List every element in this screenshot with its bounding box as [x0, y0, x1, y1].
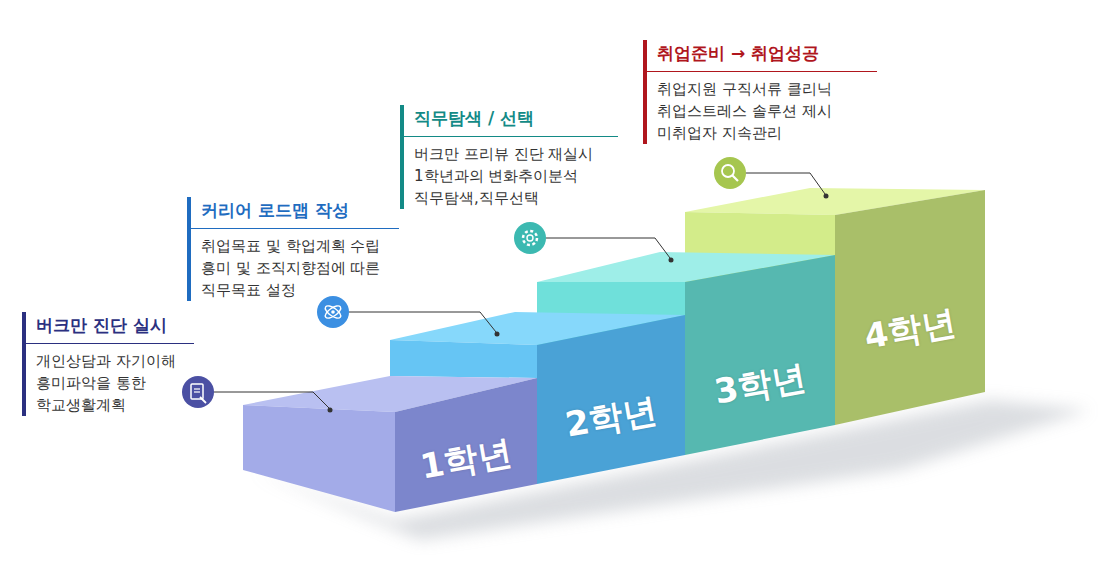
callout-body: 버크만 프리뷰 진단 재실시 1학년과의 변화추이분석 직무탐색,직무선택: [414, 143, 618, 209]
callout-heading: 직무탐색 / 선택: [400, 105, 618, 137]
callout-heading: 커리어 로드맵 작성: [187, 197, 399, 229]
callout-body: 취업지원 구직서류 클리닉 취업스트레스 솔루션 제시 미취업자 지속관리: [657, 78, 877, 144]
grade-step: 3학년: [711, 354, 809, 415]
grade-label: 3학년: [711, 354, 809, 415]
leader-dot: [669, 258, 674, 263]
grade-step: 4학년: [861, 299, 959, 360]
block-front: [537, 315, 685, 484]
leader-line: [746, 173, 825, 194]
grade-step: 2학년: [562, 387, 660, 448]
callout-heading: 취업준비 → 취업성공: [643, 40, 877, 72]
block-side: [390, 340, 537, 378]
step-block: [243, 376, 537, 512]
document-icon: [182, 376, 214, 408]
block-front: [685, 255, 835, 455]
leader-line: [214, 392, 329, 408]
callout-box: 커리어 로드맵 작성취업목표 및 학업계획 수립 흥미 및 조직지향점에 따른 …: [187, 197, 399, 301]
leader-line: [349, 312, 496, 332]
block-front: [395, 378, 537, 512]
callout-body: 개인상담과 자기이해 흥미파악을 통한 학교생활계획: [36, 350, 194, 416]
leader-dot: [328, 408, 333, 413]
callout-body: 취업목표 및 학업계획 수립 흥미 및 조직지향점에 따른 직무목표 설정: [201, 235, 399, 301]
gear-icon: [514, 222, 546, 254]
block-side: [243, 405, 395, 512]
leader-line: [546, 238, 670, 258]
magnifier-icon: [714, 157, 746, 189]
grade-label: 4학년: [861, 299, 959, 360]
grade-label: 2학년: [562, 387, 660, 448]
callout-box: 직무탐색 / 선택버크만 프리뷰 진단 재실시 1학년과의 변화추이분석 직무탐…: [400, 105, 618, 209]
leader-dot: [824, 194, 829, 199]
callout-box: 취업준비 → 취업성공취업지원 구직서류 클리닉 취업스트레스 솔루션 제시 미…: [643, 40, 877, 144]
orbit-icon: [317, 296, 349, 328]
leader-dot: [495, 332, 500, 337]
grade-step: 1학년: [417, 429, 515, 490]
callout-heading: 버크만 진단 실시: [22, 312, 194, 344]
block-front: [835, 190, 985, 425]
callout-box: 버크만 진단 실시개인상담과 자기이해 흥미파악을 통한 학교생활계획: [22, 312, 194, 416]
grade-label: 1학년: [417, 429, 515, 490]
